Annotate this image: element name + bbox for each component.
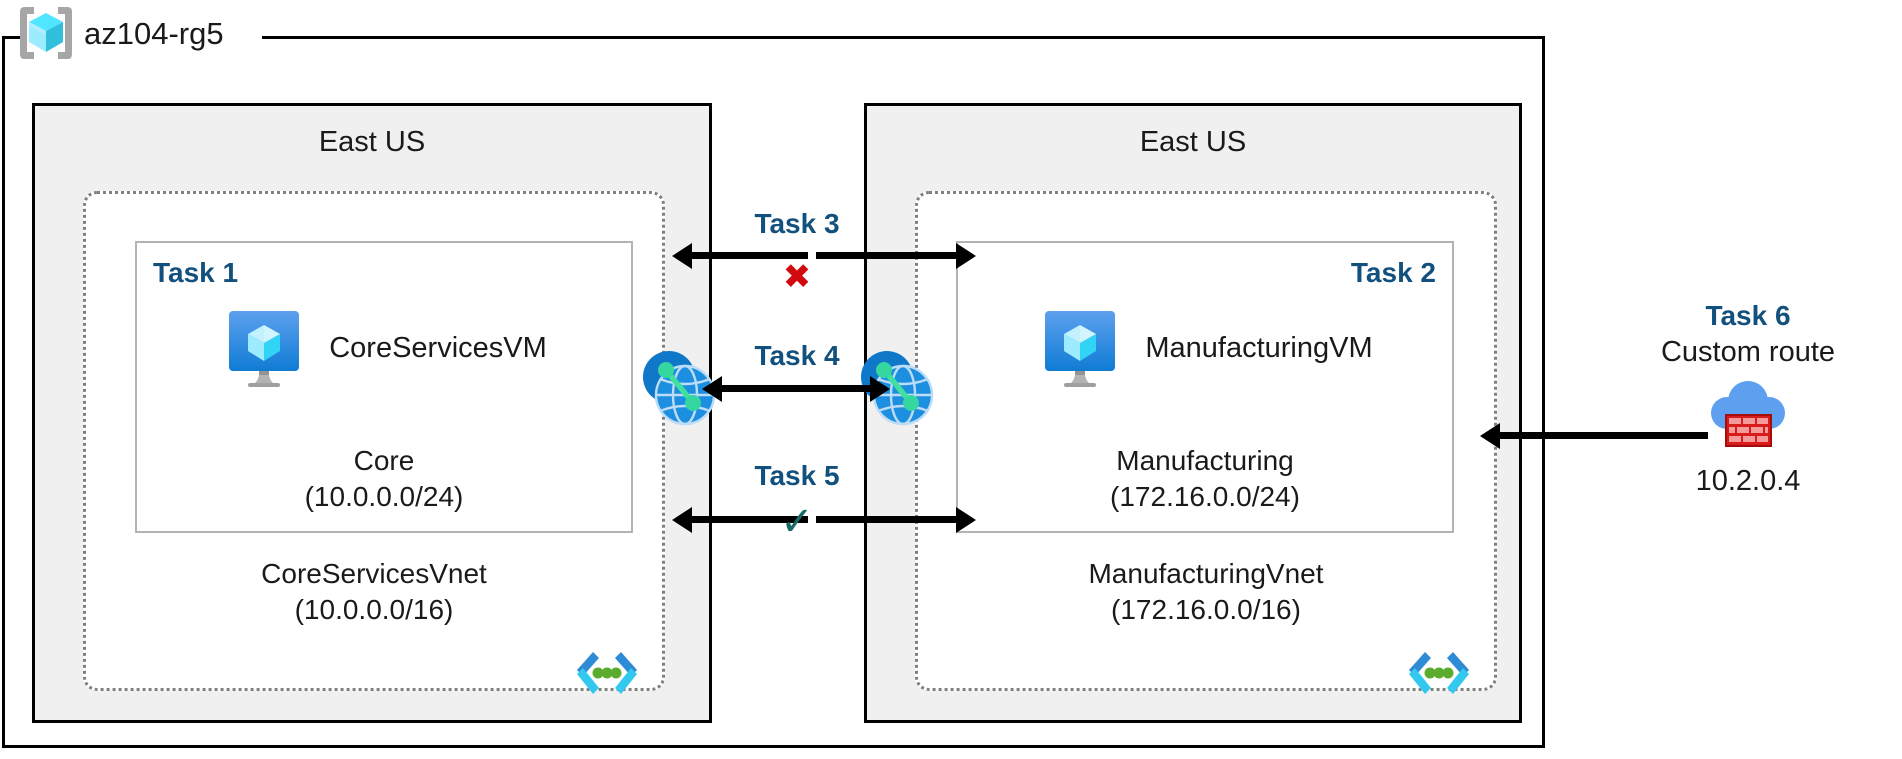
- subnet-cidr-manufacturing: (172.16.0.0/24): [1110, 481, 1300, 513]
- virtual-machine-icon: [221, 305, 307, 391]
- subnet-box-core: Task 1: [135, 241, 633, 533]
- virtual-network-icon-right: [1402, 644, 1476, 704]
- vnet-meta-coreservicesvnet: CoreServicesVnet (10.0.0.0/16): [86, 556, 662, 628]
- subnet-name-core: Core: [353, 445, 415, 477]
- firewall-icon-wrap: [1588, 375, 1902, 455]
- region-box-right: East US Task 2: [864, 103, 1522, 723]
- vm-name-coreservicesvm: CoreServicesVM: [329, 331, 547, 364]
- vm-row-manufacturingvm: ManufacturingVM: [958, 305, 1452, 391]
- vm-row-coreservicesvm: CoreServicesVM: [137, 305, 631, 391]
- resource-group-frame-top-right: [262, 36, 1545, 39]
- resource-group-name: az104-rg5: [84, 15, 224, 51]
- subnet-box-manufacturing: Task 2: [956, 241, 1454, 533]
- task-label-6: Task 6: [1705, 300, 1791, 331]
- task-tag-1: Task 1: [153, 257, 239, 288]
- vnet-box-manufacturingvnet: Task 2: [915, 191, 1497, 694]
- subnet-name-manufacturing: Manufacturing: [1116, 445, 1294, 477]
- task-3-status-mark: ✖: [782, 258, 812, 296]
- subnet-meta-manufacturing: Manufacturing (172.16.0.0/24): [958, 443, 1452, 515]
- vnet-name-coreservicesvnet: CoreServicesVnet: [261, 558, 487, 590]
- subnet-meta-core: Core (10.0.0.0/24): [137, 443, 631, 515]
- resource-group-icon: [18, 4, 74, 62]
- subnet-cidr-core: (10.0.0.0/24): [304, 481, 464, 513]
- task-6-subtitle: Custom route: [1660, 336, 1836, 368]
- firewall-icon: [1696, 375, 1800, 455]
- vm-name-manufacturingvm: ManufacturingVM: [1145, 331, 1373, 364]
- virtual-machine-icon: [1037, 305, 1123, 391]
- resource-group-header: az104-rg5: [18, 4, 224, 62]
- task-label-5: Task 5: [754, 460, 840, 491]
- vnet-cidr-manufacturingvnet: (172.16.0.0/16): [1111, 594, 1301, 626]
- region-title-left: East US: [318, 126, 426, 158]
- resource-group-frame-top-left: [2, 36, 20, 39]
- vnet-cidr-coreservicesvnet: (10.0.0.0/16): [294, 594, 454, 626]
- vnet-box-coreservicesvnet: Task 1: [83, 191, 665, 694]
- task-5-status-mark: ✓: [780, 500, 814, 544]
- task-tag-2: Task 2: [1350, 257, 1436, 288]
- vnet-meta-manufacturingvnet: ManufacturingVnet (172.16.0.0/16): [918, 556, 1494, 628]
- region-title-right: East US: [1139, 126, 1247, 158]
- region-box-left: East US Task 1: [32, 103, 712, 723]
- vnet-name-manufacturingvnet: ManufacturingVnet: [1088, 558, 1324, 590]
- task-label-4: Task 4: [754, 340, 840, 371]
- virtual-network-icon-left: [570, 644, 644, 704]
- task-label-3: Task 3: [754, 208, 840, 239]
- task-6-block: Task 6 Custom route: [1588, 300, 1902, 498]
- task-6-ip-address: 10.2.0.4: [1695, 465, 1801, 497]
- vnet-peering-icon-left: [637, 345, 723, 431]
